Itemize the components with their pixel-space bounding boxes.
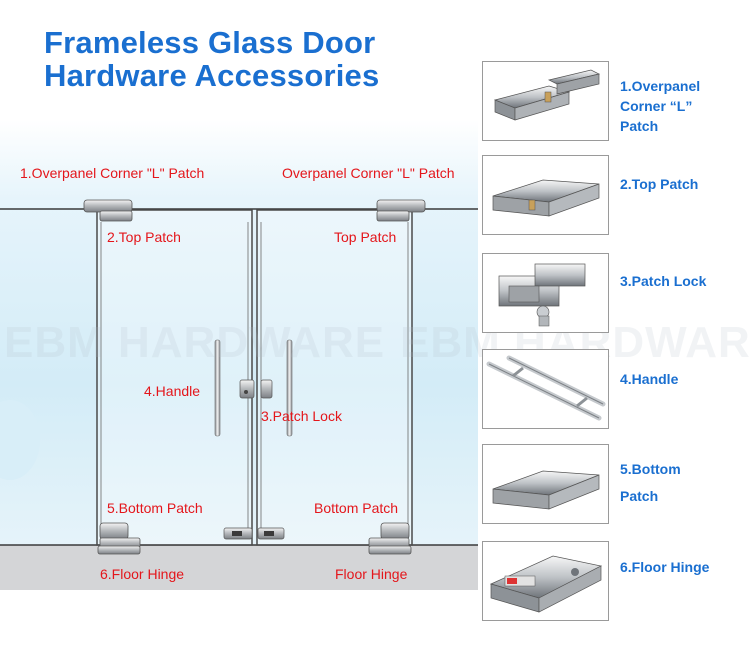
part-thumb-bottom-patch [482,444,609,524]
label-floor-hinge-left: 6.Floor Hinge [100,566,185,582]
floor-hinge-icon [489,555,603,613]
floor-hinge-left [97,545,141,555]
page-title: Frameless Glass Door Hardware Accessorie… [44,26,379,92]
handle-icon [486,355,606,421]
bottom-patch-icon [492,470,600,510]
bottom-left-patch [99,522,141,549]
label-handle: 4.Handle [144,383,201,399]
title-line-2: Hardware Accessories [44,58,380,93]
sky-background [0,120,478,560]
caption-overpanel-line-3: Patch [620,118,659,134]
right-door-handle [286,339,293,437]
caption-overpanel-line-2: Corner “L” [620,98,693,114]
caption-floor-hinge-line-1: 6.Floor Hinge [620,559,710,575]
caption-top-patch-line-1: 2.Top Patch [620,176,699,192]
part-thumb-overpanel [482,61,609,141]
caption-top-patch: 2.Top Patch [620,174,698,194]
top-right-corner-patch [376,199,426,222]
bottom-center-lock [223,527,285,540]
label-top-patch-left: 2.Top Patch [107,229,181,245]
part-thumb-floor-hinge [482,541,609,621]
left-door-glass [96,209,253,546]
caption-overpanel-line-1: 1.Overpanel [620,78,701,94]
part-thumb-handle [482,349,609,429]
overpanel-corner-l-patch-icon [493,69,601,121]
center-patch-lock [239,379,273,399]
caption-bottom-patch-line-1: 5.Bottom [620,461,681,477]
caption-patch-lock: 3.Patch Lock [620,271,706,291]
top-left-corner-patch [83,199,133,222]
patch-lock-icon [498,263,586,327]
label-floor-hinge-right: Floor Hinge [335,566,408,582]
label-top-patch-right: Top Patch [334,229,397,245]
caption-floor-hinge: 6.Floor Hinge [620,557,709,577]
left-door-handle [214,339,221,437]
part-thumb-patch-lock [482,253,609,333]
bottom-right-patch [368,522,410,549]
part-thumb-top-patch [482,155,609,235]
watermark-left: EBM HARDWARE [4,318,386,367]
caption-bottom-patch-line-2: Patch [620,488,659,504]
label-patch-lock: 3.Patch Lock [261,408,342,424]
label-overpanel-left: 1.Overpanel Corner "L" Patch [20,165,205,181]
label-bottom-patch-left: 5.Bottom Patch [107,500,203,516]
caption-handle-line-1: 4.Handle [620,371,679,387]
title-line-1: Frameless Glass Door [44,25,376,60]
right-door-glass [256,209,413,546]
floor-hinge-right [368,545,412,555]
caption-handle: 4.Handle [620,369,678,389]
top-patch-icon [492,179,600,217]
label-bottom-patch-right: Bottom Patch [314,500,399,516]
caption-bottom-patch: 5.Bottom Patch [620,456,681,510]
label-overpanel-right: Overpanel Corner "L" Patch [282,165,455,181]
caption-overpanel: 1.Overpanel Corner “L” Patch [620,76,700,136]
caption-patch-lock-line-1: 3.Patch Lock [620,273,707,289]
